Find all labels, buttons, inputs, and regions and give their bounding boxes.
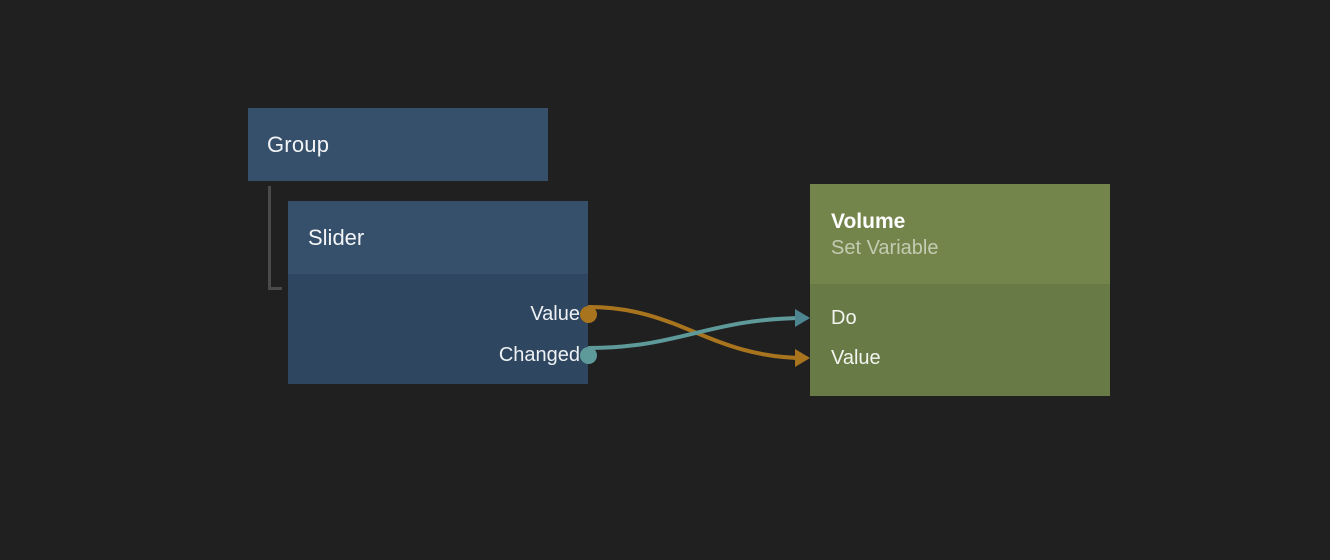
node-slider-title: Slider [308, 224, 365, 250]
node-slider-body: Value Changed [288, 274, 597, 384]
input-port-value-arrow-icon[interactable] [795, 349, 810, 367]
input-port-do-label: Do [831, 306, 857, 329]
node-volume-subtitle: Set Variable [831, 237, 939, 259]
output-port-value[interactable]: Value [288, 302, 597, 325]
output-port-changed[interactable]: Changed [288, 343, 597, 366]
node-volume-header[interactable]: Volume Set Variable [810, 184, 1110, 284]
input-port-do-arrow-icon[interactable] [795, 309, 810, 327]
group-containment-bracket [268, 186, 282, 290]
input-port-value-label: Value [831, 346, 881, 369]
node-slider[interactable]: Slider Value Changed [288, 201, 597, 384]
wire-slider-value-to-volume-value [587, 305, 808, 360]
output-port-changed-label: Changed [498, 343, 580, 366]
input-port-do[interactable]: Do [795, 306, 1110, 329]
output-port-value-label: Value [530, 302, 580, 325]
wire-slider-changed-to-volume-do [587, 316, 808, 350]
node-volume[interactable]: Volume Set Variable Do Value [795, 184, 1110, 396]
output-port-changed-dot[interactable] [579, 346, 597, 364]
output-port-value-dot[interactable] [579, 305, 597, 323]
node-volume-body: Do Value [795, 284, 1110, 396]
node-volume-title: Volume [831, 210, 906, 233]
group-node-header[interactable]: Group [248, 108, 548, 181]
node-slider-header[interactable]: Slider [288, 201, 588, 274]
input-port-value[interactable]: Value [795, 346, 1110, 369]
group-title: Group [267, 131, 330, 157]
